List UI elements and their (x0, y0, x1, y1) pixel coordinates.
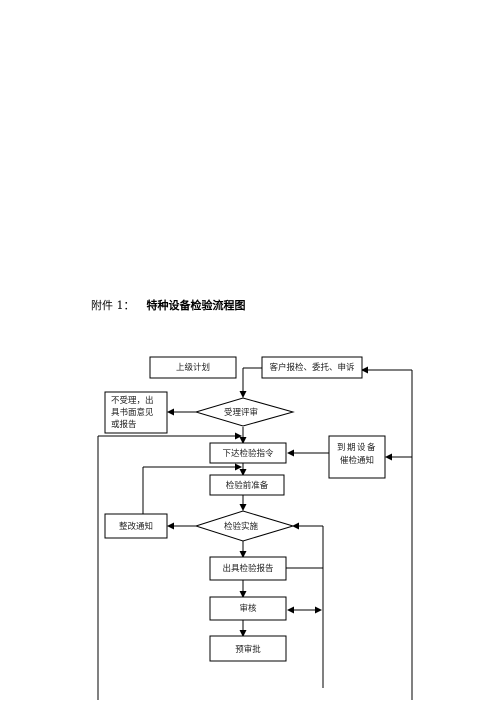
node-pre-approval-label: 预审批 (235, 644, 261, 655)
node-acceptance-review-label: 受理评审 (224, 407, 258, 418)
node-customer-request-label: 客户报检、委托、申诉 (269, 362, 355, 373)
node-audit-label: 审核 (239, 603, 257, 614)
node-audit: 审核 (209, 596, 287, 621)
node-superior-plan: 上级计划 (149, 356, 237, 379)
node-pre-inspection-label: 检验前准备 (226, 480, 269, 491)
node-reject: 不受理，出 具书面意见 或报告 (104, 391, 168, 434)
node-pre-inspection: 检验前准备 (209, 474, 285, 496)
node-reject-line1: 不受理，出 (111, 395, 154, 406)
node-issue-report: 出具检验报告 (209, 556, 287, 581)
node-issue-order: 下达检验指令 (209, 442, 287, 464)
node-reject-line2: 具书面意见 (111, 407, 154, 418)
node-issue-order-label: 下达检验指令 (222, 448, 274, 459)
heading-title: 特种设备检验流程图 (146, 299, 246, 312)
heading-prefix: 附件 1： (91, 299, 135, 312)
node-due-notice-line1: 到期设备 (337, 442, 377, 453)
node-due-notice-line2: 催检通知 (340, 455, 374, 466)
node-superior-plan-label: 上级计划 (176, 362, 210, 373)
node-reject-line3: 或报告 (111, 419, 137, 430)
node-rectify-notice: 整改通知 (104, 513, 168, 539)
node-acceptance-review: 受理评审 (194, 397, 295, 427)
node-rectify-notice-label: 整改通知 (119, 521, 153, 532)
page-heading: 附件 1： 特种设备检验流程图 (91, 298, 246, 314)
node-due-notice: 到期设备 催检通知 (328, 435, 386, 479)
node-inspection-exec: 检验实施 (194, 510, 295, 542)
node-inspection-exec-label: 检验实施 (224, 521, 259, 532)
node-pre-approval: 预审批 (209, 635, 287, 662)
node-customer-request: 客户报检、委托、申诉 (261, 356, 363, 379)
node-issue-report-label: 出具检验报告 (222, 563, 273, 574)
